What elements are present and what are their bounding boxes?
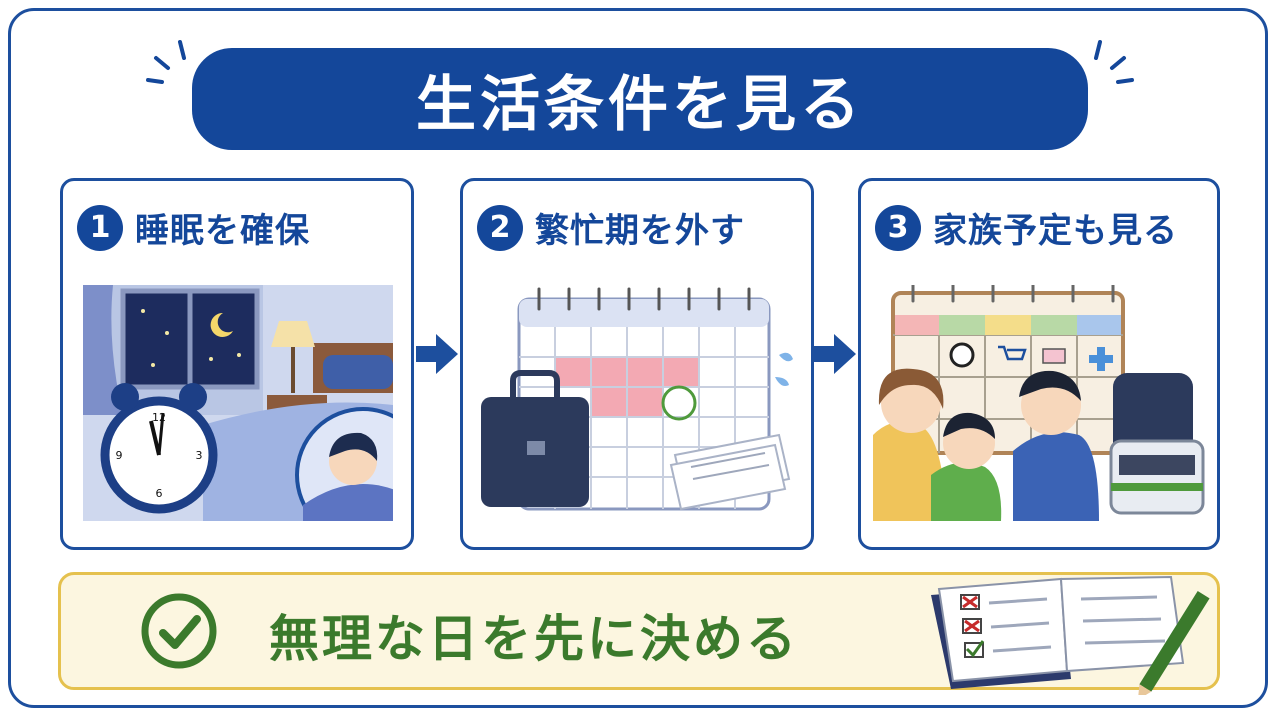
card-sleep: 1 睡眠を確保 12 3 6 9 <box>60 178 414 550</box>
step-number: 1 <box>77 204 123 251</box>
card-title: 繁忙期を外す <box>535 211 745 251</box>
card-header: 3 家族予定も見る <box>875 203 1178 252</box>
calendar-illustration <box>481 287 793 511</box>
notebook-pencil-icon <box>931 575 1210 695</box>
arrow-right-icon <box>814 334 856 374</box>
card-header: 1 睡眠を確保 <box>77 203 310 252</box>
card-family-schedule: 3 家族予定も見る <box>858 178 1220 550</box>
right-sparkle-icon <box>1094 40 1134 84</box>
svg-text:12: 12 <box>152 411 166 424</box>
arrow-right-icon <box>416 334 458 374</box>
family-calendar-illustration <box>873 285 1205 521</box>
conclusion-banner: 無理な日を先に決める <box>58 572 1220 695</box>
check-circle-icon <box>141 593 217 669</box>
title-banner: 生活条件を見る <box>192 48 1088 150</box>
svg-text:3: 3 <box>196 449 203 462</box>
conclusion-text: 無理な日を先に決める <box>269 610 799 668</box>
step-number: 3 <box>875 204 921 251</box>
card-title: 家族予定も見る <box>933 211 1178 251</box>
card-title: 睡眠を確保 <box>135 211 310 251</box>
bedroom-illustration: 12 3 6 9 <box>83 285 393 521</box>
step-number: 2 <box>477 204 523 251</box>
card-busy-season: 2 繁忙期を外す <box>460 178 814 550</box>
left-sparkle-icon <box>146 40 186 84</box>
page-title: 生活条件を見る <box>416 69 864 140</box>
card-header: 2 繁忙期を外す <box>477 203 745 252</box>
svg-text:9: 9 <box>116 449 123 462</box>
svg-text:6: 6 <box>156 487 163 500</box>
